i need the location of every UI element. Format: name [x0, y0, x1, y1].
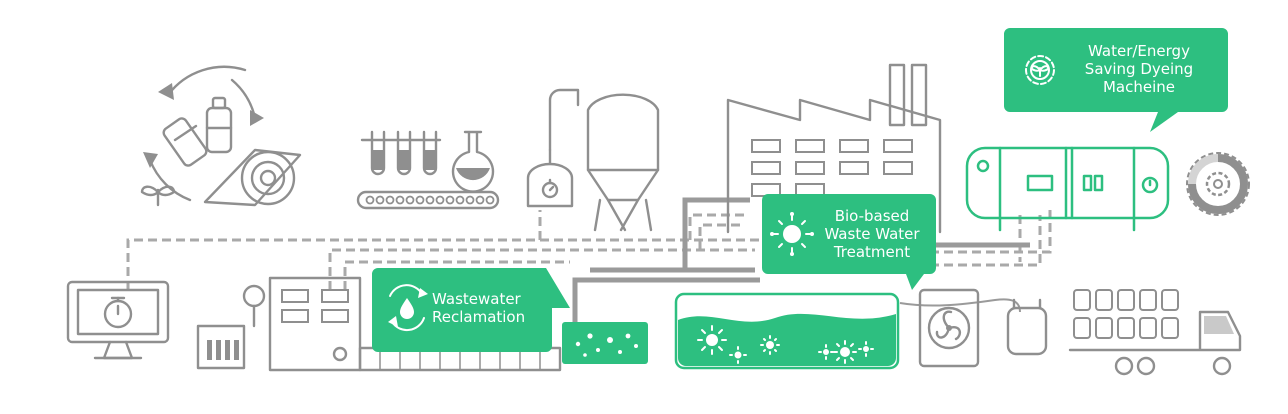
test-tubes-icon	[360, 130, 442, 176]
delivery-truck-icon	[1068, 310, 1242, 376]
factory-building-icon	[726, 63, 942, 234]
callout-wastewater-reclamation	[372, 268, 570, 352]
monitor-stopwatch-icon	[66, 280, 170, 360]
microbe-icon	[818, 344, 834, 360]
small-water-tank	[562, 322, 648, 364]
recycle-bottles-group	[140, 65, 302, 207]
control-cabinet-icon	[196, 276, 562, 372]
gear-dial-icon	[1186, 152, 1250, 216]
callout-reclamation-text: Wastewater Reclamation	[432, 290, 548, 326]
callout-dyeing-line-1: Water/Energy	[1088, 42, 1190, 60]
callout-reclamation-line-1: Wastewater	[432, 290, 521, 308]
callout-bio-treatment	[762, 194, 936, 290]
sprout-icon	[140, 185, 176, 207]
plastic-bottle-icon	[205, 96, 233, 154]
callout-biobased-line-3: Treatment	[833, 243, 911, 261]
reactor-tank-icon	[526, 148, 574, 208]
silo-icon	[586, 93, 660, 232]
microbe-icon	[858, 341, 874, 357]
callout-biobased-line-2: Waste Water	[824, 225, 920, 243]
callout-dyeing-line-2: Saving Dyeing	[1084, 60, 1194, 78]
exhaust-fan-icon	[918, 288, 980, 368]
callout-dyeing-text: Water/Energy Saving Dyeing Macheine	[1064, 42, 1214, 96]
plastic-bottle-icon	[162, 117, 208, 167]
gear-leaf-icon	[1025, 55, 1055, 85]
microbe-icon	[729, 346, 747, 364]
lab-equipment-group	[356, 130, 500, 210]
microbe-icon	[833, 340, 857, 364]
pipe-network	[126, 197, 1052, 330]
callout-reclamation-line-2: Reclamation	[432, 308, 526, 326]
conveyor-belt-icon	[356, 190, 500, 210]
callout-biobased-line-1: Bio-based	[834, 207, 910, 225]
silo-reactor-group	[526, 88, 660, 232]
callout-dyeing-line-3: Macheine	[1102, 78, 1176, 96]
flask-icon	[451, 130, 495, 193]
bio-treatment-basin	[674, 292, 900, 370]
storage-tank-icon	[1006, 298, 1048, 356]
microbe-icon	[697, 325, 727, 355]
callout-biobased-text: Bio-based Waste Water Treatment	[812, 207, 932, 261]
dyeing-machine	[965, 146, 1170, 232]
microbe-icon	[760, 335, 780, 355]
callout-dyeing-machine	[1004, 28, 1228, 132]
fabric-roll-icon	[203, 148, 302, 207]
microbe-icon	[770, 212, 814, 256]
water-recycle-icon	[388, 284, 428, 332]
product-bags-icon	[1073, 289, 1179, 339]
